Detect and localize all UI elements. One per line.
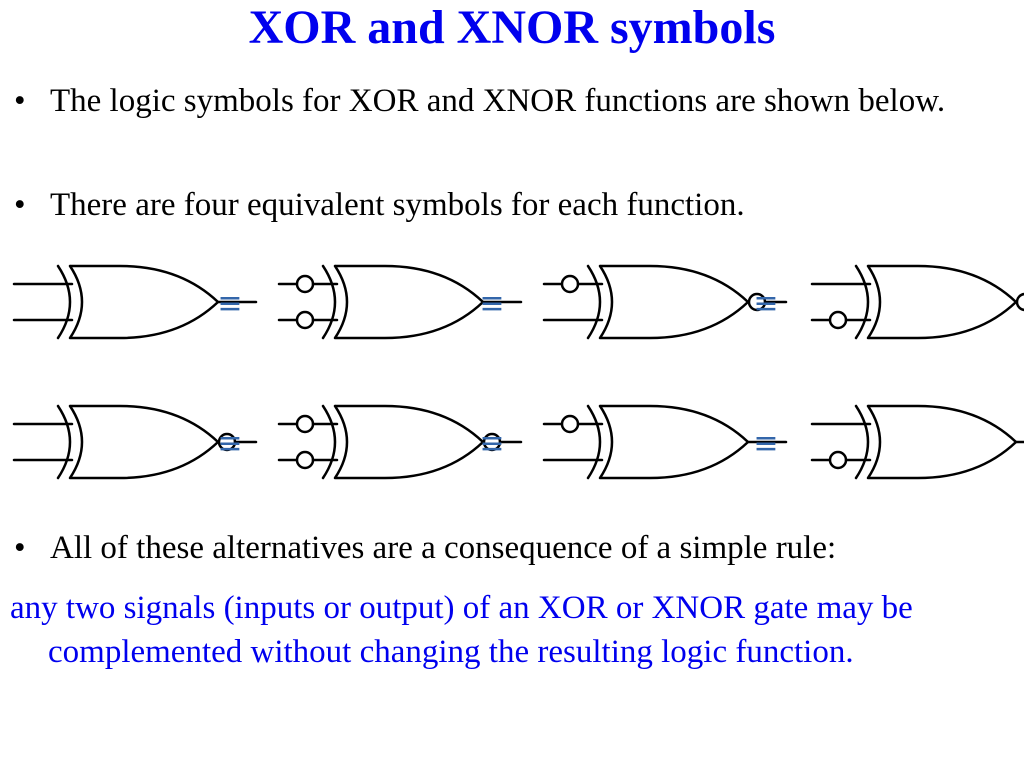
output-inversion-bubble [1015, 292, 1024, 312]
gate-symbol-xnor-3 [542, 404, 788, 480]
gate-symbol-xnor-2 [277, 404, 523, 480]
gate-body [333, 404, 485, 480]
gate-symbol-xor-4 [810, 264, 1024, 340]
equivalence-sign: ≡ [479, 286, 504, 321]
bullet-3: • All of these alternatives are a conseq… [14, 527, 1004, 569]
gate-symbol-xnor-4 [810, 404, 1024, 480]
rule-statement: any two signals (inputs or output) of an… [10, 590, 913, 670]
gate-symbol-xor-3 [542, 264, 788, 340]
xor-curve [321, 404, 337, 480]
input-inversion-bubble [828, 450, 848, 470]
xor-curve [56, 264, 72, 340]
gate-body [866, 404, 1018, 480]
page-title: XOR and XNOR symbols [248, 1, 776, 54]
xor-curve [56, 404, 72, 480]
input-inversion-bubble [828, 310, 848, 330]
input-inversion-bubble [560, 274, 580, 294]
bullet-2: • There are four equivalent symbols for … [14, 184, 1004, 226]
input-inversion-bubble [295, 274, 315, 294]
xor-curve [854, 404, 870, 480]
input-inversion-bubble [295, 414, 315, 434]
gate-body [866, 264, 1018, 340]
gate-body [598, 264, 750, 340]
equivalence-sign: ≡ [217, 426, 242, 461]
xor-curve [586, 264, 602, 340]
xor-curve [854, 264, 870, 340]
bullet-1-text: The logic symbols for XOR and XNOR funct… [50, 83, 946, 119]
equivalence-sign: ≡ [753, 286, 778, 321]
input-inversion-bubble [560, 414, 580, 434]
gate-body [333, 264, 485, 340]
bullet-dot: • [14, 187, 26, 223]
gate-symbol-xnor-1 [12, 404, 258, 480]
bullet-dot: • [14, 83, 26, 119]
equivalence-sign: ≡ [479, 426, 504, 461]
gate-body [68, 264, 220, 340]
xor-curve [321, 264, 337, 340]
bullet-3-text: All of these alternatives are a conseque… [50, 530, 837, 566]
bullet-dot: • [14, 530, 26, 566]
input-inversion-bubble [295, 450, 315, 470]
xor-curve [586, 404, 602, 480]
gate-symbol-xor-1 [12, 264, 258, 340]
gate-symbol-xor-2 [277, 264, 523, 340]
equivalence-sign: ≡ [753, 426, 778, 461]
bullet-2-text: There are four equivalent symbols for ea… [50, 187, 745, 223]
gate-body [68, 404, 220, 480]
equivalence-sign: ≡ [217, 286, 242, 321]
gate-symbol-diagram: ≡ ≡ ≡ ≡ ≡ ≡ [12, 264, 1024, 480]
gate-body [598, 404, 750, 480]
bullet-1: • The logic symbols for XOR and XNOR fun… [14, 80, 1004, 122]
input-inversion-bubble [295, 310, 315, 330]
